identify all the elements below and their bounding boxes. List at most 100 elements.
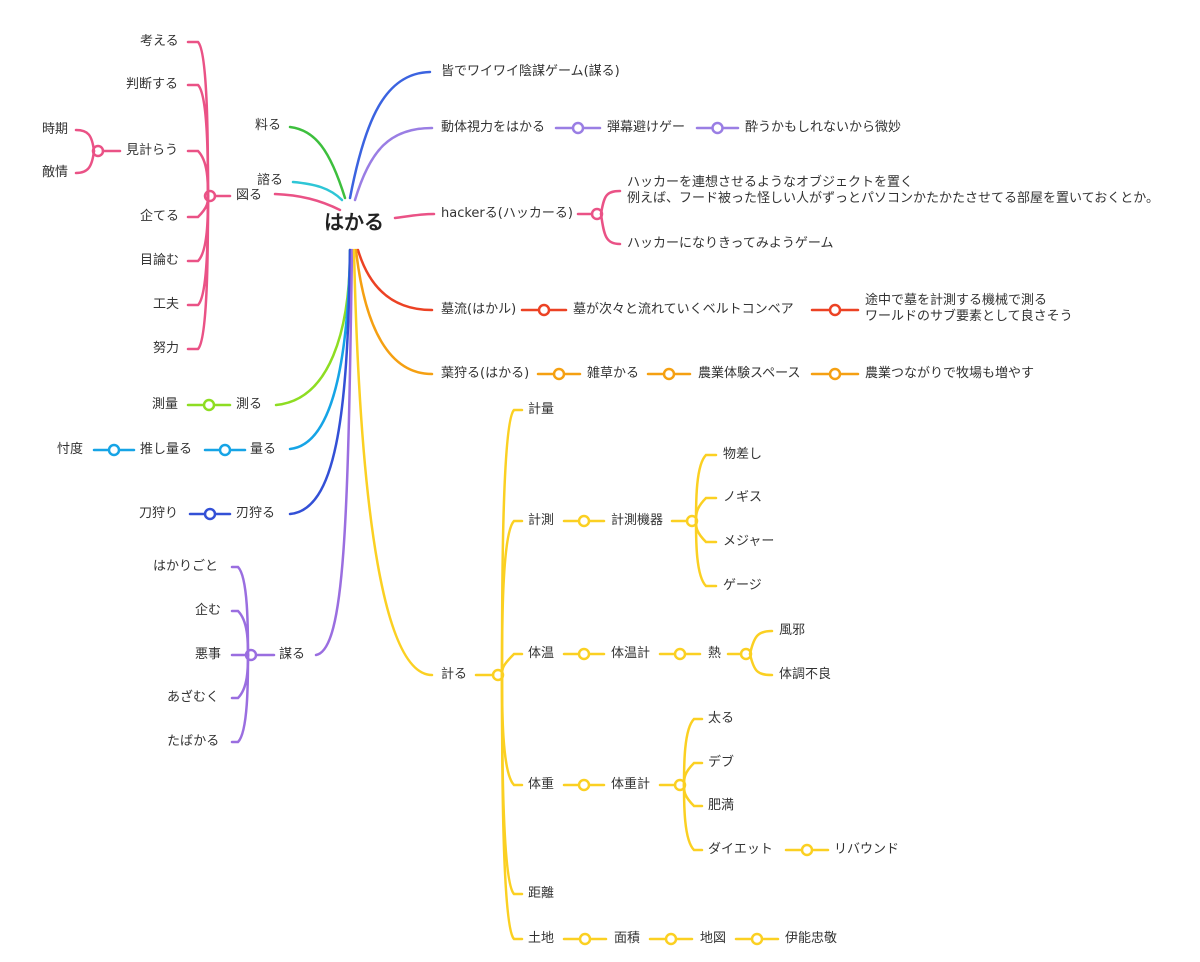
node-hakaru-bo[interactable]: 墓流(はかル) [441,302,517,317]
node-akuji[interactable]: 悪事 [195,647,222,662]
node-kuwadateru[interactable]: 企てる [140,209,180,224]
edge-boru-child-1 [230,609,250,657]
node-hakaru-ryo[interactable]: 量る [250,442,277,457]
node-kangaeru[interactable]: 考える [140,34,179,49]
edge-root-ryoru [288,125,347,200]
node-inbou-game[interactable]: 皆でワイワイ陰謀ゲーム(謀る) [441,64,620,79]
node-monosashi[interactable]: 物差し [723,447,763,462]
node-inou-tadataka[interactable]: 伊能忠敬 [785,931,838,946]
node-taion[interactable]: 体温 [528,646,555,661]
node-doryoku[interactable]: 努力 [153,341,180,356]
node-futoru[interactable]: 太る [708,711,735,726]
node-zassou[interactable]: 雑草かる [587,366,640,381]
edge-taijuu-kei-knob-icon[interactable] [577,778,591,792]
edge-jinkaru-katana-knob-icon[interactable] [203,507,217,521]
node-sokuryo[interactable]: 測量 [152,397,179,412]
edge-belt-tochu-knob-icon[interactable] [828,303,842,317]
node-mokuromu[interactable]: 目論む [140,253,180,268]
node-taijuukei[interactable]: 体重計 [611,777,651,792]
edge-root-zuru [273,192,342,212]
edge-soku-sokuryo-knob-icon[interactable] [202,398,216,412]
edge-root-kei [352,248,434,677]
node-nogisu[interactable]: ノギス [723,490,763,505]
node-measure[interactable]: メジャー [723,534,775,549]
edge-kei-child-1 [500,519,524,677]
edge-taion-taionkei-knob-icon[interactable] [577,647,591,661]
edge-root-inbou [348,70,432,200]
edge-netsu-kaze [748,629,774,656]
node-nougyou-taiken[interactable]: 農業体験スペース [698,366,801,381]
node-hagaru[interactable]: 葉狩る(はかる) [441,366,530,381]
edge-tochi-menseki-knob-icon[interactable] [578,932,592,946]
edge-hagaru-zassou-knob-icon[interactable] [552,367,566,381]
node-jinkaru[interactable]: 刃狩る [236,506,276,521]
edge-boru-child-4 [230,653,250,744]
edge-ryo-oshi-knob-icon[interactable] [218,443,232,457]
node-diet[interactable]: ダイエット [708,842,773,857]
edge-zuru-child-2 [186,149,210,198]
node-himan[interactable]: 肥満 [708,798,735,813]
node-hakaru-kei[interactable]: 計る [441,667,468,682]
edge-bo-belt-knob-icon[interactable] [537,303,551,317]
edge-danmaku-you-knob-icon[interactable] [711,121,724,135]
node-keisoku[interactable]: 計測 [528,513,555,528]
node-danmaku[interactable]: 弾幕避けゲー [607,120,686,135]
node-kufu[interactable]: 工夫 [153,297,180,312]
node-keisoku-kiki[interactable]: 計測機器 [611,513,664,528]
node-handan-suru[interactable]: 判断する [126,77,179,92]
edge-chizu-inou-knob-icon[interactable] [750,932,764,946]
node-chizu[interactable]: 地図 [700,931,727,946]
node-hacker-game[interactable]: ハッカーになりきってみようゲーム [627,236,834,251]
node-taijuu[interactable]: 体重 [528,777,555,792]
node-hackeru[interactable]: hackerる(ハッカーる) [441,206,573,221]
node-taichou-furyou[interactable]: 体調不良 [779,667,832,682]
edge-root-shi [291,180,344,202]
node-netsu[interactable]: 熱 [708,646,722,661]
node-jiki[interactable]: 時期 [42,122,69,137]
edge-doutai-danmaku-knob-icon[interactable] [571,121,585,135]
node-keiryou[interactable]: 計量 [528,402,555,417]
edge-kiki-child-3 [694,519,718,588]
node-tabakaru[interactable]: たばかる [167,734,220,749]
node-debu[interactable]: デブ [708,755,735,770]
node-hacker-object-line-1: ハッカーを連想させるようなオブジェクトを置く [627,175,914,190]
node-takuramu[interactable]: 企む [195,603,222,618]
node-azamuku[interactable]: あざむく [167,690,220,705]
edge-diet-rebound-knob-icon[interactable] [800,843,814,857]
node-gauge[interactable]: ゲージ [723,578,762,593]
node-kyori[interactable]: 距離 [528,886,555,901]
node-doutai-shiryoku[interactable]: 動体視力をはかる [441,120,546,135]
node-hakarigoto[interactable]: はかりごと [153,559,219,574]
node-hacker-object-line-2: 例えば、フード被った怪しい人がずっとパソコンかたかたさせてる部屋を置いておくとか… [627,191,1159,206]
node-zuru[interactable]: 図る [236,188,263,203]
node-rebound[interactable]: リバウンド [834,842,900,857]
node-tochu-keisoku-line-1: 途中で墓を計測する機械で測る [865,293,1048,308]
edge-kei-child-2 [500,652,524,677]
edge-oshi-sontaku-knob-icon[interactable] [107,443,121,457]
node-belt-conveyor[interactable]: 墓が次々と流れていくベルトコンベア [573,302,794,317]
node-ryoru[interactable]: 料る [255,118,282,133]
edge-menseki-chizu-knob-icon[interactable] [664,932,678,946]
node-you-kamo[interactable]: 酔うかもしれないから微妙 [745,120,902,135]
node-kaze[interactable]: 風邪 [779,623,806,638]
node-tochi[interactable]: 土地 [528,931,555,946]
edge-zassou-nougyou-knob-icon[interactable] [662,367,676,381]
node-tekijo[interactable]: 敵情 [42,165,69,180]
node-hakaru-shi[interactable]: 諮る [257,173,284,188]
node-hacker-object[interactable]: ハッカーを連想させるようなオブジェクトを置く 例えば、フード被った怪しい人がずっ… [627,175,1159,207]
node-mihakarau[interactable]: 見計らう [126,143,179,158]
node-tochu-keisoku[interactable]: 途中で墓を計測する機械で測る ワールドのサブ要素として良さそう [865,293,1073,325]
node-katanagari[interactable]: 刀狩り [139,506,179,521]
edge-taionkei-netsu-knob-icon[interactable] [673,647,687,661]
node-taionkei[interactable]: 体温計 [611,646,651,661]
node-sontaku[interactable]: 忖度 [57,442,84,457]
node-oshihakaru[interactable]: 推し量る [140,442,193,457]
edge-nougyou-bokujou-knob-icon[interactable] [828,367,842,381]
root-node[interactable]: はかる [324,210,384,234]
node-hakaru-soku[interactable]: 測る [236,397,263,412]
edge-keisoku-kiki-knob-icon[interactable] [577,514,591,528]
node-menseki[interactable]: 面積 [614,931,641,946]
node-boru[interactable]: 謀る [279,647,306,662]
node-bokujou[interactable]: 農業つながりで牧場も増やす [865,366,1035,381]
